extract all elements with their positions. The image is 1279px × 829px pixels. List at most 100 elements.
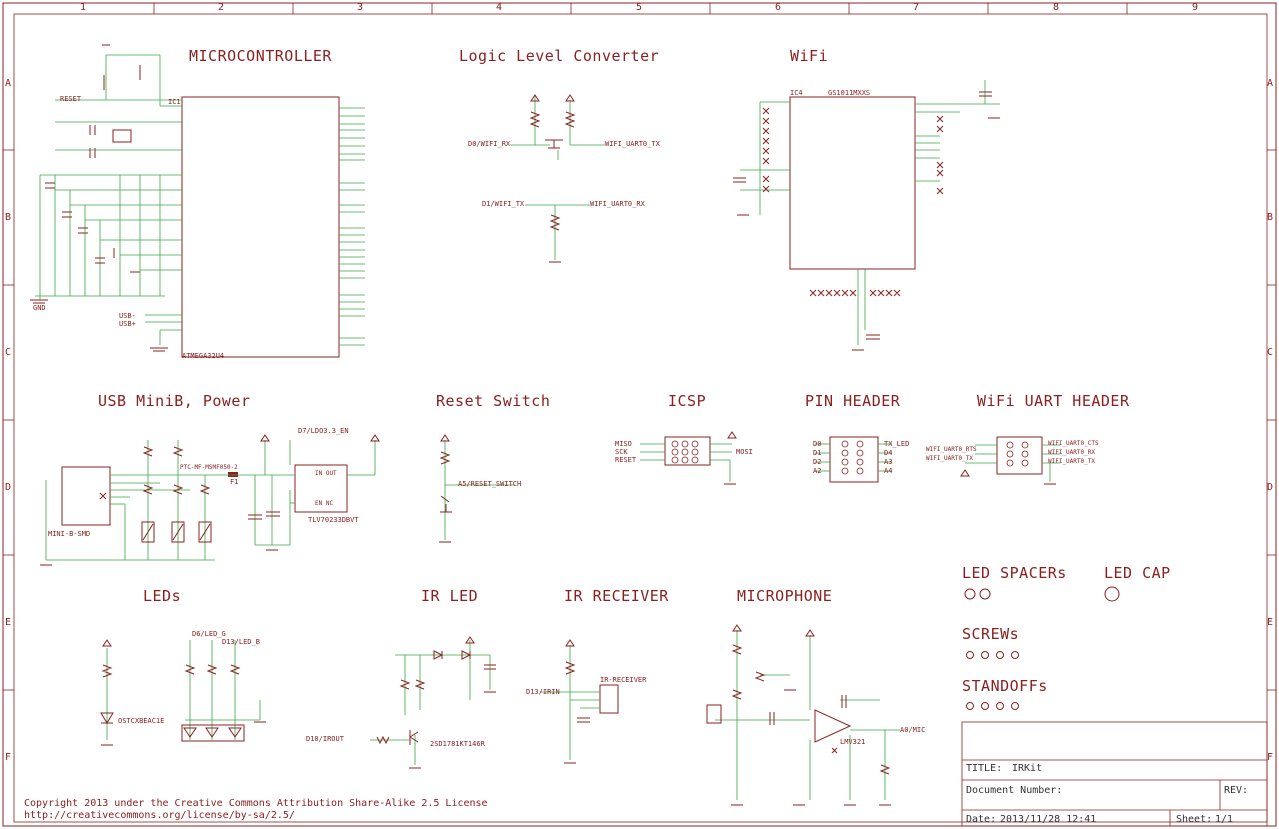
pin-header-left-2: D2 bbox=[813, 458, 822, 466]
logic-tx-net: D1/WIFI_TX bbox=[482, 200, 525, 208]
pin-header-right-0: TX_LED bbox=[884, 440, 910, 448]
mechanical-parts bbox=[964, 586, 1120, 710]
column-label-6: 6 bbox=[775, 2, 782, 13]
document-number-label: Document Number: bbox=[966, 785, 1063, 796]
mcu-part-label: ATMEGA32U4 bbox=[182, 352, 225, 360]
ir-led-block bbox=[370, 636, 496, 769]
icsp-block bbox=[640, 431, 737, 485]
title-label: TITLE: bbox=[966, 763, 1003, 774]
sheet-inner-border bbox=[13, 13, 1268, 823]
section-title-leds: LEDs bbox=[143, 587, 182, 605]
column-label-3: 3 bbox=[357, 2, 364, 13]
section-title-usb-power: USB MiniB, Power bbox=[98, 392, 251, 410]
row-label-b-right: B bbox=[1267, 212, 1274, 223]
led-part-label: OSTCXBEAC1E bbox=[118, 717, 165, 725]
row-label-e-right: E bbox=[1267, 617, 1274, 628]
section-title-reset-switch: Reset Switch bbox=[436, 392, 551, 410]
net-label-usb-minus: USB- bbox=[119, 312, 136, 320]
uart-right-0: WIFI_UART0_CTS bbox=[1048, 440, 1099, 447]
ic2-part-label: TLV70233DBVT bbox=[308, 516, 359, 524]
pin-header-right-3: A4 bbox=[884, 467, 893, 475]
logic-wifi-uart-tx: WIFI_UART0_TX bbox=[605, 140, 660, 148]
pin-header-right-2: A3 bbox=[884, 458, 893, 466]
row-label-f: F bbox=[5, 752, 12, 763]
section-title-wifi: WiFi bbox=[790, 47, 829, 65]
row-label-c-right: C bbox=[1267, 347, 1274, 358]
column-label-2: 2 bbox=[218, 2, 225, 13]
logic-rx-net: D0/WIFI_RX bbox=[468, 140, 511, 148]
mcu-ref-label: IC1 bbox=[168, 98, 181, 106]
mic-opamp-label: LMV321 bbox=[840, 738, 866, 746]
column-label-7: 7 bbox=[913, 2, 920, 13]
copyright-url: http://creativecommons.org/license/by-sa… bbox=[24, 810, 295, 821]
wifi-ref-label: IC4 bbox=[790, 89, 803, 97]
microcontroller-block bbox=[30, 44, 365, 358]
ir-receiver-part: IR-RECEIVER bbox=[600, 676, 647, 684]
uart-right-2: WIFI_UART0_TX bbox=[1048, 458, 1095, 465]
column-label-8: 8 bbox=[1053, 2, 1060, 13]
mic-output-net: A0/MIC bbox=[900, 726, 926, 734]
section-title-ir-led: IR LED bbox=[421, 587, 479, 605]
title-value: IRKit bbox=[1012, 763, 1043, 774]
uart-right-1: WIFI_UART0_RX bbox=[1048, 449, 1095, 456]
section-title-ir-receiver: IR RECEIVER bbox=[564, 587, 669, 605]
reset-switch-block bbox=[439, 434, 515, 543]
icsp-pin-miso: MISO bbox=[615, 440, 632, 448]
section-title-screws: SCREWs bbox=[962, 625, 1020, 643]
section-title-microphone: MICROPHONE bbox=[737, 587, 833, 605]
section-title-led-spacers: LED SPACERs bbox=[962, 564, 1067, 582]
pin-header-left-3: A2 bbox=[813, 467, 822, 475]
row-label-b: B bbox=[5, 212, 12, 223]
pin-header-left-0: D0 bbox=[813, 440, 822, 448]
row-label-a: A bbox=[5, 78, 12, 89]
fuse-label: F1 bbox=[230, 478, 239, 486]
date-value: 2013/11/28 12:41 bbox=[1000, 814, 1097, 825]
column-label-5: 5 bbox=[636, 2, 643, 13]
row-label-f-right: F bbox=[1267, 752, 1274, 763]
section-title-logic-level: Logic Level Converter bbox=[459, 47, 660, 65]
date-label: Date: bbox=[966, 814, 997, 825]
logic-wifi-uart-rx: WIFI_UART0_RX bbox=[590, 200, 645, 208]
usb-power-block bbox=[40, 434, 380, 566]
column-label-1: 1 bbox=[80, 2, 87, 13]
icsp-pin-mosi: MOSI bbox=[736, 448, 753, 456]
section-title-wifi-uart-header: WiFi UART HEADER bbox=[977, 392, 1130, 410]
row-label-e: E bbox=[5, 617, 12, 628]
wifi-block bbox=[733, 80, 1000, 351]
pin-header-right-1: D4 bbox=[884, 449, 893, 457]
uart-left-0: WIFI_UART0_RTS bbox=[926, 446, 977, 453]
section-title-microcontroller: MICROCONTROLLER bbox=[189, 47, 332, 65]
icsp-pin-reset: RESET bbox=[615, 456, 637, 464]
section-title-led-cap: LED CAP bbox=[1104, 564, 1171, 582]
uart-left-1: WIFI_UART0_TX bbox=[926, 455, 973, 462]
ldo-enable-net: D7/LDO3.3_EN bbox=[298, 427, 349, 435]
column-ticks bbox=[3, 3, 1276, 691]
section-title-standoffs: STANDOFFs bbox=[962, 677, 1048, 695]
sheet-value: 1/1 bbox=[1215, 814, 1234, 825]
leds-block bbox=[100, 639, 266, 746]
row-label-d: D bbox=[5, 482, 12, 493]
ic2-en-nc: EN NC bbox=[315, 500, 334, 507]
section-title-pin-header: PIN HEADER bbox=[805, 392, 901, 410]
ir-transistor-label: 2SD1781KT146R bbox=[430, 740, 485, 748]
wifi-part-label: GS1011MXXS bbox=[828, 89, 871, 97]
icsp-pin-sck: SCK bbox=[615, 448, 628, 456]
ir-led-net: D10/IROUT bbox=[306, 735, 344, 743]
microphone-block bbox=[706, 624, 900, 806]
copyright-line: Copyright 2013 under the Creative Common… bbox=[24, 798, 488, 809]
column-label-4: 4 bbox=[496, 2, 503, 13]
led-net-d6: D6/LED_G bbox=[192, 630, 226, 638]
logic-level-block bbox=[510, 94, 605, 263]
title-block-frame bbox=[961, 721, 1268, 827]
row-label-c: C bbox=[5, 347, 12, 358]
wifi-uart-header-block bbox=[960, 436, 1060, 485]
sheet-label: Sheet: bbox=[1176, 814, 1213, 825]
gnd-label-mcu: GND bbox=[33, 304, 46, 312]
revision-label: REV: bbox=[1224, 785, 1249, 796]
pin-header-left-1: D1 bbox=[813, 449, 822, 457]
section-title-icsp: ICSP bbox=[668, 392, 707, 410]
net-label-reset: RESET bbox=[60, 95, 82, 103]
reset-switch-net: A5/RESET_SWITCH bbox=[458, 480, 522, 488]
